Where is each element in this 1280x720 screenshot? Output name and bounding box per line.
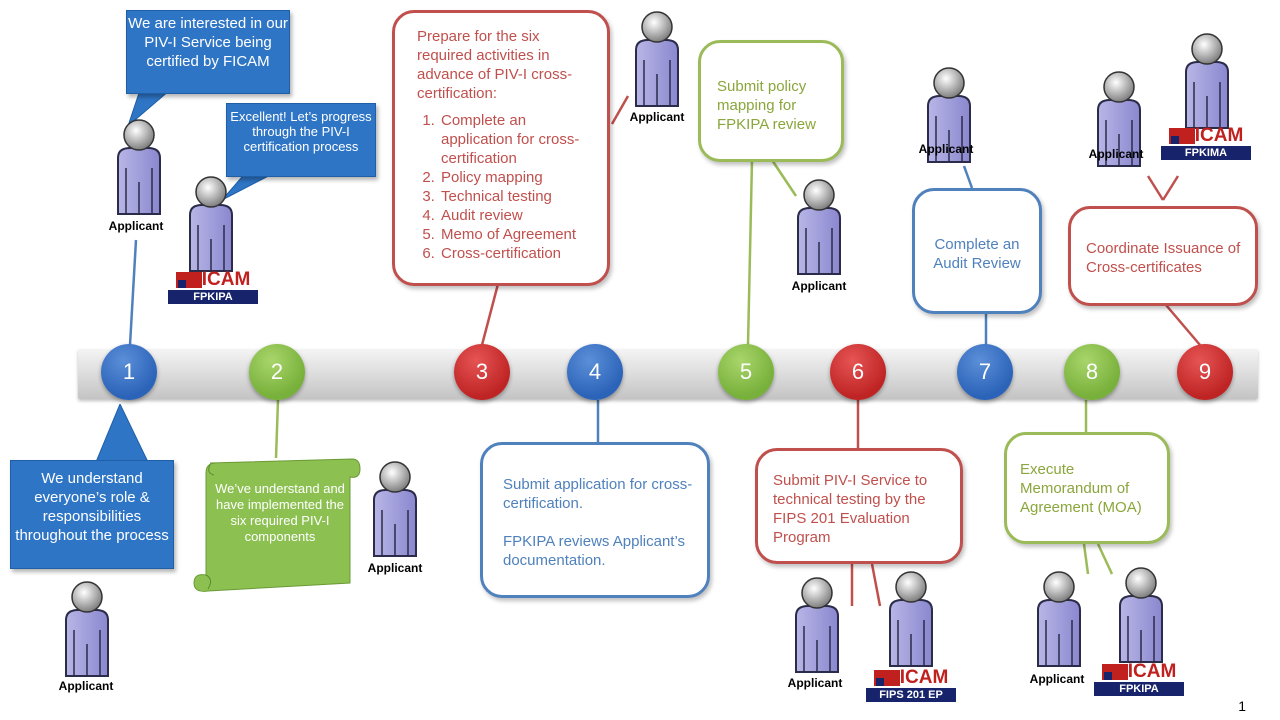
logo-caption: FPKIPA <box>1094 682 1184 696</box>
box-moa: Execute Memorandum of Agreement (MOA) <box>1004 432 1170 544</box>
ficam-wordmark: ICAM <box>899 667 949 688</box>
scroll-text: We’ve understand and have implemented th… <box>215 481 345 544</box>
ficam-wordmark: ICAM <box>1127 661 1177 682</box>
activity-item: Cross-certification <box>439 244 593 263</box>
applicant-label: Applicant <box>367 561 423 575</box>
person-icon <box>1037 571 1081 667</box>
box-policy-mapping: Submit policy mapping for FPKIPA review <box>698 40 844 162</box>
page-number: 1 <box>1238 698 1246 714</box>
ficam-mark-icon <box>1168 128 1195 144</box>
person-icon <box>889 571 933 667</box>
logo-caption: FPKIPA <box>168 290 258 304</box>
person-icon <box>797 179 841 275</box>
step-9: 9 <box>1177 344 1233 400</box>
activities-list: Complete an application for cross-certif… <box>417 111 593 263</box>
step-8: 8 <box>1064 344 1120 400</box>
person-icon <box>635 11 679 107</box>
applicant-label: Applicant <box>108 219 164 233</box>
ficam-logo-fpkima: ICAM FPKIMA <box>1161 125 1251 160</box>
box-coordinate: Coordinate Issuance of Cross-certificate… <box>1068 206 1258 306</box>
applicant-label: Applicant <box>1029 672 1085 686</box>
ficam-mark-icon <box>1101 664 1128 680</box>
person-icon <box>1185 33 1229 129</box>
logo-caption: FIPS 201 EP <box>866 688 956 702</box>
step-3: 3 <box>454 344 510 400</box>
step-1: 1 <box>101 344 157 400</box>
person-icon <box>117 119 161 215</box>
step-6: 6 <box>830 344 886 400</box>
ficam-logo-fpkipa-2: ICAM FPKIPA <box>1094 661 1184 696</box>
activity-item: Memo of Agreement <box>439 225 593 244</box>
logo-caption: FPKIMA <box>1161 146 1251 160</box>
box-prepare: Prepare for the six required activities … <box>392 10 610 286</box>
callout-excellent: Excellent! Let’s progress through the PI… <box>226 103 376 177</box>
applicant-label: Applicant <box>1088 147 1144 161</box>
person-icon <box>927 67 971 163</box>
activity-item: Policy mapping <box>439 168 593 187</box>
box-technical-testing: Submit PIV-I Service to technical testin… <box>755 448 963 564</box>
scroll-shape <box>193 458 361 592</box>
submit-app-line-2: FPKIPA reviews Applicant’s documentation… <box>503 533 686 569</box>
step-5: 5 <box>718 344 774 400</box>
callout-tail-understand <box>95 404 149 463</box>
applicant-label: Applicant <box>918 142 974 156</box>
box-submit-application: Submit application for cross-certificati… <box>480 442 710 598</box>
person-icon <box>795 577 839 673</box>
step-2: 2 <box>249 344 305 400</box>
box-audit-review: Complete an Audit Review <box>912 188 1042 314</box>
scroll-implemented: We’ve understand and have implemented th… <box>192 455 362 595</box>
callout-interest: We are interested in our PIV-I Service b… <box>126 10 290 94</box>
applicant-label: Applicant <box>787 676 843 690</box>
ficam-wordmark: ICAM <box>201 269 251 290</box>
activity-item: Technical testing <box>439 187 593 206</box>
ficam-mark-icon <box>175 272 202 288</box>
applicant-label: Applicant <box>791 279 847 293</box>
activity-item: Audit review <box>439 206 593 225</box>
callout-tail-excellent <box>221 170 281 201</box>
step-4: 4 <box>567 344 623 400</box>
callout-understand: We understand everyone’s role & responsi… <box>10 460 174 569</box>
person-icon <box>373 461 417 557</box>
person-icon <box>1097 71 1141 167</box>
ficam-logo-fips: ICAM FIPS 201 EP <box>866 667 956 702</box>
submit-app-line-1: Submit application for cross-certificati… <box>503 476 693 512</box>
ficam-logo-fpkipa: ICAM FPKIPA <box>168 269 258 304</box>
applicant-label: Applicant <box>58 679 114 693</box>
callout-tail-interest <box>126 90 171 128</box>
ficam-mark-icon <box>873 670 900 686</box>
step-7: 7 <box>957 344 1013 400</box>
person-icon <box>189 176 233 272</box>
applicant-label: Applicant <box>629 110 685 124</box>
activity-item: Complete an application for cross-certif… <box>439 111 593 168</box>
prepare-intro: Prepare for the six required activities … <box>417 28 573 102</box>
person-icon <box>65 581 109 677</box>
person-icon <box>1119 567 1163 663</box>
ficam-wordmark: ICAM <box>1194 125 1244 146</box>
